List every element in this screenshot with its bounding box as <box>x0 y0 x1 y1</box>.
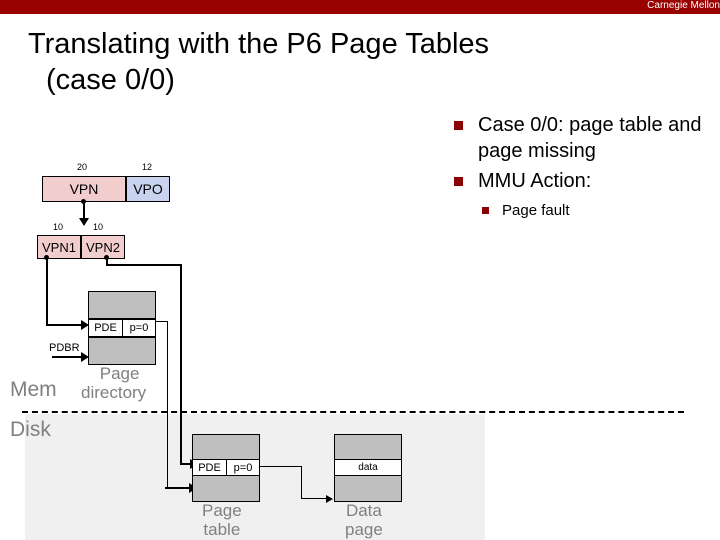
bullet-item-2-text: MMU Action: <box>478 170 592 192</box>
pte-out-entry <box>301 498 328 499</box>
page-table-caption-line1: Page <box>202 501 242 520</box>
data-page-caption-line2: page <box>345 520 383 539</box>
data-page-entry: data <box>334 459 402 476</box>
brand-banner-text: Carnegie Mellon <box>647 0 720 11</box>
page-table-block-top <box>192 434 260 460</box>
pde-out-horizontal <box>156 321 168 322</box>
page-directory-entry-flag: p=0 <box>129 322 149 334</box>
pte-out-horizontal <box>260 466 302 467</box>
page-title-line2: (case 0/0) <box>46 64 175 96</box>
field-vpn2-label: VPN2 <box>86 239 120 255</box>
disk-region-label: Disk <box>10 418 51 441</box>
memory-disk-divider <box>22 411 684 413</box>
bullet-square-icon <box>454 121 463 130</box>
field-vpn: VPN <box>42 176 126 202</box>
page-directory-entry-label: PDE <box>89 320 123 336</box>
vpn1-connector-horizontal <box>46 324 82 326</box>
field-vpn-label: VPN <box>69 181 99 197</box>
data-page-block-top <box>334 434 402 460</box>
pdbr-arrow-icon <box>81 352 89 362</box>
vpn2-connector-vertical <box>180 264 182 465</box>
page-table-caption-line2: table <box>203 520 241 539</box>
vpn1-bits-label: 10 <box>53 222 64 232</box>
vpn-split-connector <box>83 201 85 219</box>
page-directory-caption-line1: Page <box>99 364 140 383</box>
data-page-caption: Data page <box>345 501 383 539</box>
data-page-block-bottom <box>334 475 402 502</box>
page-directory-block-bottom <box>88 337 156 365</box>
data-page-caption-line1: Data <box>345 501 382 520</box>
bullet-item-2: MMU Action: <box>448 168 716 194</box>
page-table-block-bottom <box>192 475 260 502</box>
bullet-item-3: Page fault <box>448 200 716 222</box>
page-directory-block-top <box>88 291 156 319</box>
bullet-item-1-text: Case 0/0: page table and page missing <box>478 114 702 162</box>
field-vpo: VPO <box>126 176 170 202</box>
field-vpn2: VPN2 <box>81 235 125 259</box>
page-table-entry-flag: p=0 <box>233 461 253 474</box>
page-title-line1: Translating with the P6 Page Tables <box>28 28 490 60</box>
bullet-item-1: Case 0/0: page table and page missing <box>448 112 716 164</box>
brand-banner: Carnegie Mellon <box>0 0 720 14</box>
field-vpn1-label: VPN1 <box>42 239 76 255</box>
page-directory-entry: PDE p=0 <box>88 319 156 337</box>
vpn-bits-label: 20 <box>77 162 88 172</box>
vpn-split-arrow-icon <box>79 218 89 226</box>
page-directory-caption-line2: directory <box>81 383 147 402</box>
bullet-item-3-text: Page fault <box>502 202 570 219</box>
pde-out-vertical <box>167 321 168 488</box>
vpn1-connector-vertical <box>46 257 48 326</box>
field-vpo-label: VPO <box>133 181 163 197</box>
pte-out-arrow-icon <box>326 495 333 503</box>
pdbr-connector <box>52 356 82 358</box>
vpn1-arrow-icon <box>81 320 89 330</box>
bullet-list: Case 0/0: page table and page missing MM… <box>448 112 716 222</box>
vpn2-connector-entry <box>180 463 192 465</box>
page-table-entry-label: PDE <box>193 460 227 475</box>
pte-out-vertical <box>301 466 302 499</box>
bullet-square-icon <box>454 177 463 186</box>
page-title: Translating with the P6 Page Tables (cas… <box>28 26 688 98</box>
data-page-entry-label: data <box>358 462 378 473</box>
sub-bullet-square-icon <box>482 207 489 214</box>
page-directory-caption: Page directory <box>81 364 146 402</box>
pde-out-entry <box>165 487 191 489</box>
page-table-caption: Page table <box>202 501 242 539</box>
memory-region-label: Mem <box>10 378 57 401</box>
page-table-entry: PDE p=0 <box>192 459 260 476</box>
pdbr-label: PDBR <box>49 342 80 354</box>
vpo-bits-label: 12 <box>142 162 153 172</box>
vpn2-connector-stub <box>106 257 108 266</box>
vpn2-connector-horizontal <box>106 264 182 266</box>
vpn2-bits-label: 10 <box>93 222 104 232</box>
